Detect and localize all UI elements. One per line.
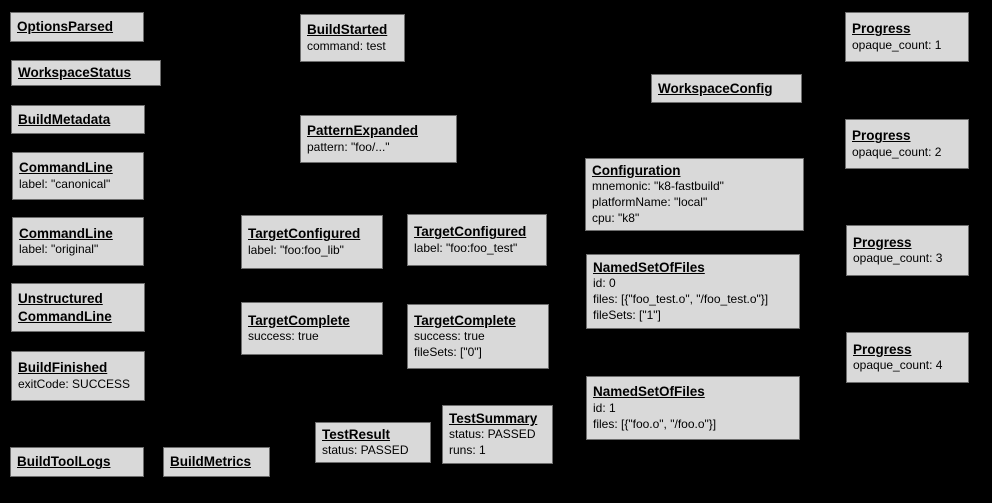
event-title: CommandLine — [19, 160, 113, 176]
event-box-workspace-status: WorkspaceStatus — [11, 60, 161, 86]
event-title: NamedSetOfFiles — [593, 259, 705, 275]
event-title: TestResult — [322, 426, 391, 442]
event-title: WorkspaceStatus — [18, 65, 132, 81]
event-title: WorkspaceConfig — [658, 80, 773, 96]
event-box-build-metadata: BuildMetadata — [11, 105, 145, 134]
event-box-options-parsed: OptionsParsed — [10, 12, 144, 42]
event-body: label: "original" — [19, 242, 99, 257]
event-title: TargetComplete — [414, 312, 516, 328]
event-title: Progress — [852, 128, 911, 144]
event-body: opaque_count: 2 — [852, 144, 942, 159]
event-title: CommandLine — [19, 225, 113, 241]
event-title: NamedSetOfFiles — [593, 384, 705, 400]
event-title: Progress — [852, 21, 911, 37]
event-box-build-tool-logs: BuildToolLogs — [10, 447, 144, 477]
event-title: Unstructured CommandLine — [18, 291, 112, 324]
event-title: BuildFinished — [18, 360, 108, 376]
event-box-named-set-of-files-1: NamedSetOfFiles id: 1 files: [{"foo.o", … — [586, 376, 800, 440]
event-box-pattern-expanded: PatternExpanded pattern: "foo/..." — [300, 115, 457, 163]
event-box-build-started: BuildStarted command: test — [300, 14, 405, 62]
event-title: TargetConfigured — [248, 226, 361, 242]
event-title: Configuration — [592, 162, 681, 178]
event-body: id: 0 files: [{"foo_test.o", "/foo_test.… — [593, 276, 769, 323]
event-box-command-line-original: CommandLine label: "original" — [12, 217, 144, 266]
event-box-target-configured-foo-lib: TargetConfigured label: "foo:foo_lib" — [241, 215, 383, 269]
event-box-target-complete-foo-lib: TargetComplete success: true — [241, 302, 383, 355]
event-box-command-line-canonical: CommandLine label: "canonical" — [12, 152, 144, 200]
event-body: opaque_count: 1 — [852, 37, 942, 52]
event-body: success: true fileSets: ["0"] — [414, 329, 485, 360]
event-body: label: "foo:foo_lib" — [248, 242, 344, 257]
event-box-build-finished: BuildFinished exitCode: SUCCESS — [11, 351, 145, 401]
event-body: opaque_count: 3 — [853, 251, 943, 266]
event-box-progress-2: Progress opaque_count: 2 — [845, 119, 969, 169]
event-body: mnemonic: "k8-fastbuild" platformName: "… — [592, 179, 724, 226]
event-title: Progress — [853, 234, 912, 250]
event-body: status: PASSED runs: 1 — [449, 427, 536, 458]
event-box-build-metrics: BuildMetrics — [163, 447, 270, 477]
event-box-progress-4: Progress opaque_count: 4 — [846, 332, 969, 383]
event-box-target-complete-foo-test: TargetComplete success: true fileSets: [… — [407, 304, 549, 369]
event-body: success: true — [248, 329, 319, 344]
event-box-target-configured-foo-test: TargetConfigured label: "foo:foo_test" — [407, 214, 547, 266]
event-body: pattern: "foo/..." — [307, 139, 390, 154]
event-title: TargetComplete — [248, 312, 350, 328]
event-body: label: "canonical" — [19, 176, 111, 191]
event-box-test-summary: TestSummary status: PASSED runs: 1 — [442, 405, 553, 464]
event-title: TestSummary — [449, 410, 538, 426]
event-box-workspace-config: WorkspaceConfig — [651, 74, 802, 103]
event-title: TargetConfigured — [414, 224, 527, 240]
event-body: exitCode: SUCCESS — [18, 376, 131, 391]
event-body: opaque_count: 4 — [853, 358, 943, 373]
event-body: label: "foo:foo_test" — [414, 240, 518, 255]
event-title: BuildToolLogs — [17, 454, 111, 470]
event-title: BuildStarted — [307, 22, 388, 38]
event-body: id: 1 files: [{"foo.o", "/foo.o"}] — [593, 400, 717, 431]
event-title: BuildMetrics — [170, 454, 252, 470]
event-title: Progress — [853, 341, 912, 357]
event-box-progress-3: Progress opaque_count: 3 — [846, 225, 969, 276]
event-body: command: test — [307, 38, 386, 53]
event-box-progress-1: Progress opaque_count: 1 — [845, 12, 969, 62]
event-title: PatternExpanded — [307, 123, 419, 139]
event-box-configuration: Configuration mnemonic: "k8-fastbuild" p… — [585, 158, 804, 231]
event-title: BuildMetadata — [18, 111, 111, 127]
event-title: OptionsParsed — [17, 19, 114, 35]
event-box-named-set-of-files-0: NamedSetOfFiles id: 0 files: [{"foo_test… — [586, 254, 800, 329]
event-body: status: PASSED — [322, 443, 409, 458]
event-box-test-result: TestResult status: PASSED — [315, 422, 431, 463]
event-box-unstructured-command-line: Unstructured CommandLine — [11, 283, 145, 332]
